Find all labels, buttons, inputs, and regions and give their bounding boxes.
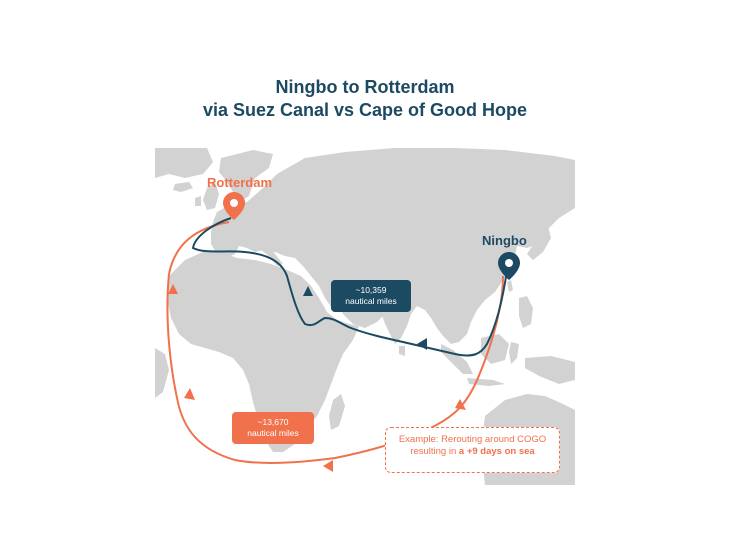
suez-arrows (303, 286, 427, 350)
note-emphasis: a +9 days on sea (458, 445, 535, 457)
note-text: Example: Rerouting around COGO resulting… (398, 434, 547, 457)
scandinavia (219, 150, 273, 202)
cape-distance-badge: ~13,670 nautical miles (232, 412, 314, 444)
ningbo-label: Ningbo (482, 233, 527, 248)
reroute-note: Example: Rerouting around COGO resulting… (385, 427, 560, 473)
ireland (195, 196, 201, 206)
cape-arrow-2 (323, 460, 333, 472)
rotterdam-pin-icon (223, 192, 245, 220)
title-line-1: Ningbo to Rotterdam (275, 77, 455, 97)
page-title: Ningbo to Rotterdam via Suez Canal vs Ca… (0, 76, 730, 122)
new-guinea (525, 356, 575, 384)
suez-route-line (191, 217, 508, 357)
suez-distance-value: ~10,359 (355, 285, 387, 295)
cape-arrow-3 (184, 388, 195, 400)
ningbo-pin-icon (498, 252, 520, 280)
iceland (173, 182, 193, 192)
cape-distance-value: ~13,670 (257, 417, 289, 427)
cape-arrow-4 (168, 284, 178, 294)
british-isles (203, 182, 219, 210)
sumatra (441, 344, 473, 374)
suez-distance-badge: ~10,359 nautical miles (331, 280, 411, 312)
suez-distance-unit: nautical miles (345, 296, 397, 306)
cape-arrow-1 (455, 399, 466, 410)
sulawesi (509, 342, 519, 364)
philippines (519, 296, 533, 328)
greenland (155, 148, 213, 178)
cape-arrows (168, 284, 466, 472)
rotterdam-label: Rotterdam (207, 175, 273, 190)
suez-arrow-2 (303, 286, 313, 296)
java (467, 378, 505, 386)
japan (527, 218, 551, 260)
suez-arrow-1 (417, 338, 427, 350)
cape-distance-unit: nautical miles (247, 428, 299, 438)
italy (259, 242, 283, 266)
eurasia (211, 148, 575, 344)
madagascar (329, 394, 345, 430)
taiwan (507, 280, 513, 292)
africa (167, 252, 359, 452)
cape-route-line (166, 221, 504, 465)
title-line-2: via Suez Canal vs Cape of Good Hope (202, 100, 528, 120)
south-america (155, 348, 169, 398)
sri-lanka (399, 346, 405, 356)
